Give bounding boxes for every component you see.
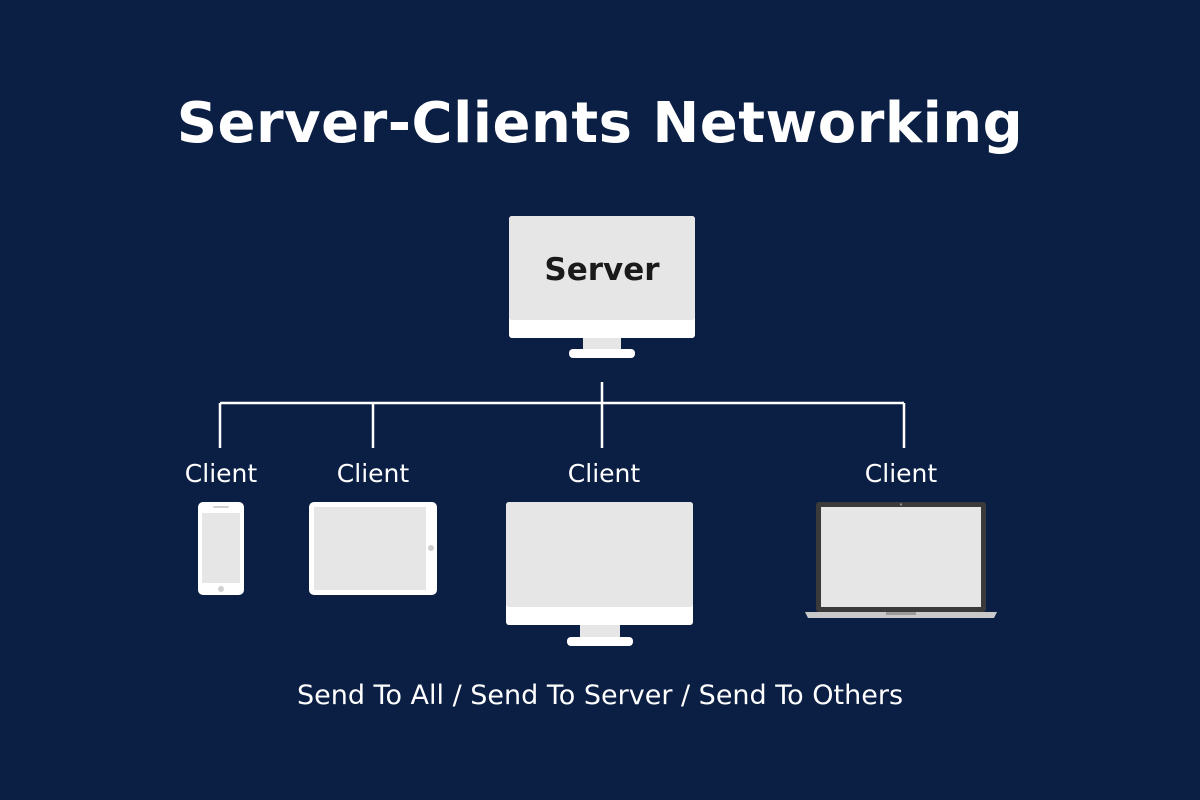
footer-caption: Send To All / Send To Server / Send To O… (296, 680, 904, 711)
server-monitor-icon (509, 216, 695, 358)
smartphone-icon (198, 502, 244, 595)
client-label-desktop: Client (567, 459, 641, 488)
client-label-laptop: Client (864, 459, 938, 488)
diagram-title: Server-Clients Networking (176, 91, 1024, 156)
desktop-monitor-icon (506, 502, 693, 646)
client-label-smartphone: Client (184, 459, 258, 488)
connector-lines (218, 382, 906, 448)
tablet-icon (309, 502, 437, 595)
client-label-tablet: Client (336, 459, 410, 488)
server-label: Server (544, 252, 660, 288)
laptop-icon (805, 502, 997, 618)
